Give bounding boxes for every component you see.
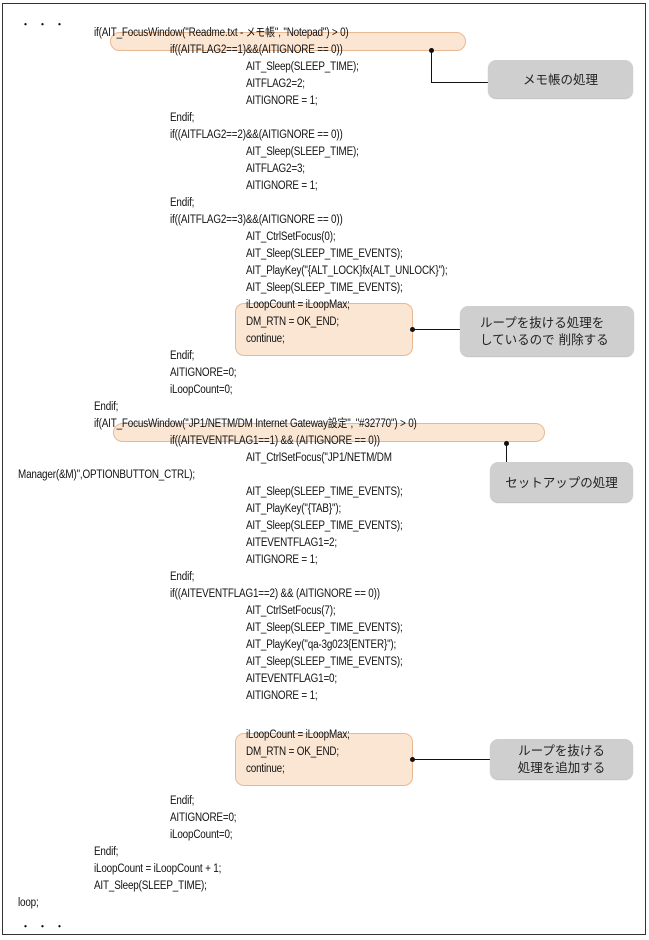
connector-line-notepad-h — [431, 82, 489, 83]
code-line: AIT_PlayKey("{ALT_LOCK}fx{ALT_UNLOCK}"); — [246, 265, 448, 277]
ellipsis-bottom: ・・・ — [20, 920, 71, 933]
code-line: AITFLAG2=3; — [246, 163, 305, 175]
code-line: Endif; — [94, 846, 119, 858]
code-line: AITIGNORE = 1; — [246, 554, 318, 566]
code-line: if(AIT_FocusWindow("JP1/NETM/DM Internet… — [94, 418, 417, 430]
code-line: iLoopCount = iLoopMax; — [246, 729, 350, 741]
code-line: DM_RTN = OK_END; — [246, 746, 339, 758]
callout-notepad-processing: メモ帳の処理 — [488, 60, 633, 98]
code-line: AITIGNORE=0; — [170, 367, 237, 379]
code-line: continue; — [246, 333, 285, 345]
code-line: Endif; — [170, 112, 195, 124]
callout-text: メモ帳の処理 — [522, 71, 598, 87]
code-line: AIT_Sleep(SLEEP_TIME_EVENTS); — [246, 622, 403, 634]
code-line: AITFLAG2=2; — [246, 78, 305, 90]
code-line: AIT_Sleep(SLEEP_TIME_EVENTS); — [246, 520, 403, 532]
code-line: loop; — [18, 897, 39, 909]
code-line: AIT_CtrlSetFocus("JP1/NETM/DM — [246, 452, 392, 464]
connector-dot-add — [410, 757, 415, 762]
code-line: AIT_Sleep(SLEEP_TIME_EVENTS); — [246, 248, 403, 260]
code-line: AITIGNORE=0; — [170, 812, 237, 824]
code-line: AIT_Sleep(SLEEP_TIME); — [94, 880, 207, 892]
code-line: AIT_Sleep(SLEEP_TIME); — [246, 146, 359, 158]
code-line: continue; — [246, 763, 285, 775]
ellipsis-top: ・・・ — [20, 18, 71, 31]
code-line: Endif; — [94, 401, 119, 413]
callout-text-line-1: ループを抜ける処理を — [480, 315, 605, 330]
code-line: AITIGNORE = 1; — [246, 95, 318, 107]
connector-line-add — [413, 759, 491, 760]
code-line: Endif; — [170, 571, 195, 583]
code-line: if((AITFLAG2==1)&&(AITIGNORE == 0)) — [170, 44, 343, 56]
code-line: AIT_CtrlSetFocus(0); — [246, 231, 336, 243]
code-line: iLoopCount = iLoopCount + 1; — [94, 863, 222, 875]
connector-line-setup — [506, 443, 507, 465]
code-line: if((AITFLAG2==2)&&(AITIGNORE == 0)) — [170, 129, 343, 141]
code-line: if((AITFLAG2==3)&&(AITIGNORE == 0)) — [170, 214, 343, 226]
code-line: Manager(&M)",OPTIONBUTTON_CTRL); — [18, 469, 195, 481]
code-line: if(AIT_FocusWindow("Readme.txt - メモ帳", "… — [94, 27, 349, 39]
code-line: DM_RTN = OK_END; — [246, 316, 339, 328]
connector-dot-remove — [410, 327, 415, 332]
code-line: if((AITEVENTFLAG1==2) && (AITIGNORE == 0… — [170, 588, 380, 600]
callout-text-line-1: ループを抜ける — [518, 743, 605, 758]
code-line: AIT_Sleep(SLEEP_TIME); — [246, 61, 359, 73]
code-line: iLoopCount=0; — [170, 829, 233, 841]
code-line: AIT_Sleep(SLEEP_TIME_EVENTS); — [246, 486, 403, 498]
callout-text: セットアップの処理 — [505, 474, 618, 490]
highlight-focuswindow-gateway — [113, 423, 545, 442]
connector-line-notepad-v — [431, 50, 432, 83]
code-line: AIT_Sleep(SLEEP_TIME_EVENTS); — [246, 282, 403, 294]
callout-setup-processing: セットアップの処理 — [490, 462, 633, 502]
code-line: AIT_PlayKey("qa-3g023{ENTER}"); — [246, 639, 397, 651]
callout-text-line-2: しているので 削除する — [480, 332, 609, 347]
code-line: Endif; — [170, 350, 195, 362]
callout-text-line-2: 処理を追加する — [517, 760, 606, 775]
code-line: iLoopCount = iLoopMax; — [246, 299, 350, 311]
code-line: Endif; — [170, 197, 195, 209]
code-line: AIT_CtrlSetFocus(7); — [246, 605, 336, 617]
code-line: AITEVENTFLAG1=0; — [246, 673, 337, 685]
code-line: Endif; — [170, 795, 195, 807]
code-line: AITIGNORE = 1; — [246, 690, 318, 702]
code-line: AITEVENTFLAG1=2; — [246, 537, 337, 549]
connector-line-remove — [413, 329, 461, 330]
callout-remove-loop-exit: ループを抜ける処理を しているので 削除する — [460, 306, 634, 356]
highlight-loop-exit-remove — [235, 303, 413, 356]
highlight-focuswindow-notepad — [110, 32, 466, 51]
code-line: iLoopCount=0; — [170, 384, 233, 396]
code-line: AITIGNORE = 1; — [246, 180, 318, 192]
code-line: if((AITEVENTFLAG1==1) && (AITIGNORE == 0… — [170, 435, 380, 447]
callout-add-loop-exit: ループを抜ける 処理を追加する — [490, 739, 633, 779]
code-line: AIT_Sleep(SLEEP_TIME_EVENTS); — [246, 656, 403, 668]
code-line: AIT_PlayKey("{TAB}"); — [246, 503, 342, 515]
